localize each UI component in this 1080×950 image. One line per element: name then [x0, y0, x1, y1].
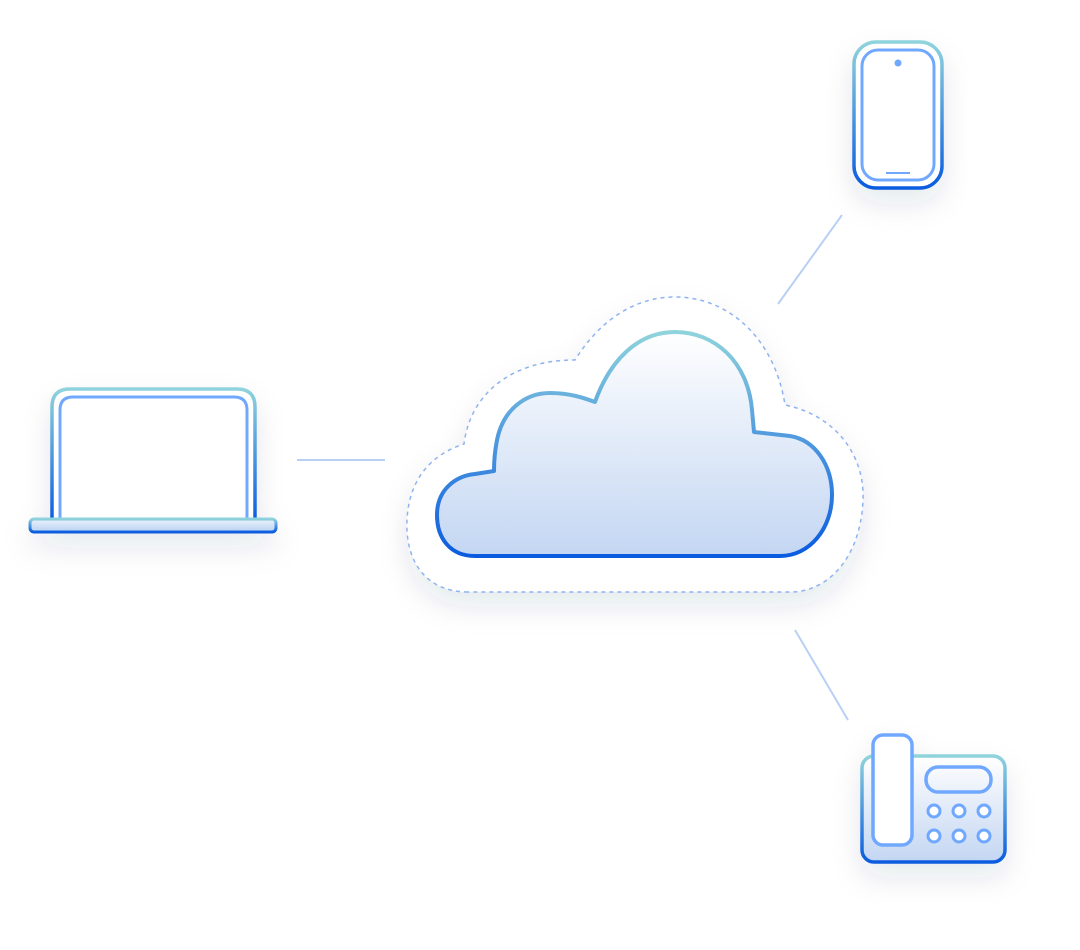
connector-lines: [297, 214, 849, 721]
smartphone-icon: [852, 40, 944, 190]
keypad-button: [951, 828, 967, 844]
laptop-icon: [28, 387, 278, 534]
connector-mobile: [777, 214, 843, 305]
keypad-button: [976, 803, 992, 819]
laptop-base: [28, 517, 278, 534]
laptop-screen: [50, 387, 257, 522]
laptop-screen-inner: [58, 395, 249, 520]
connector-desk-phone: [794, 629, 849, 721]
keypad-button: [976, 828, 992, 844]
desk-phone-display: [924, 765, 993, 794]
keypad-button: [926, 828, 942, 844]
cloud-icon: [406, 296, 864, 593]
desk-phone-handset: [871, 733, 914, 847]
keypad-button: [926, 803, 942, 819]
desk-phone-icon: [860, 733, 1007, 864]
cloud-shape: [435, 330, 834, 558]
keypad-button: [951, 803, 967, 819]
phone-screen: [860, 48, 936, 182]
desk-phone-keypad: [926, 803, 992, 844]
phone-camera: [894, 59, 902, 67]
